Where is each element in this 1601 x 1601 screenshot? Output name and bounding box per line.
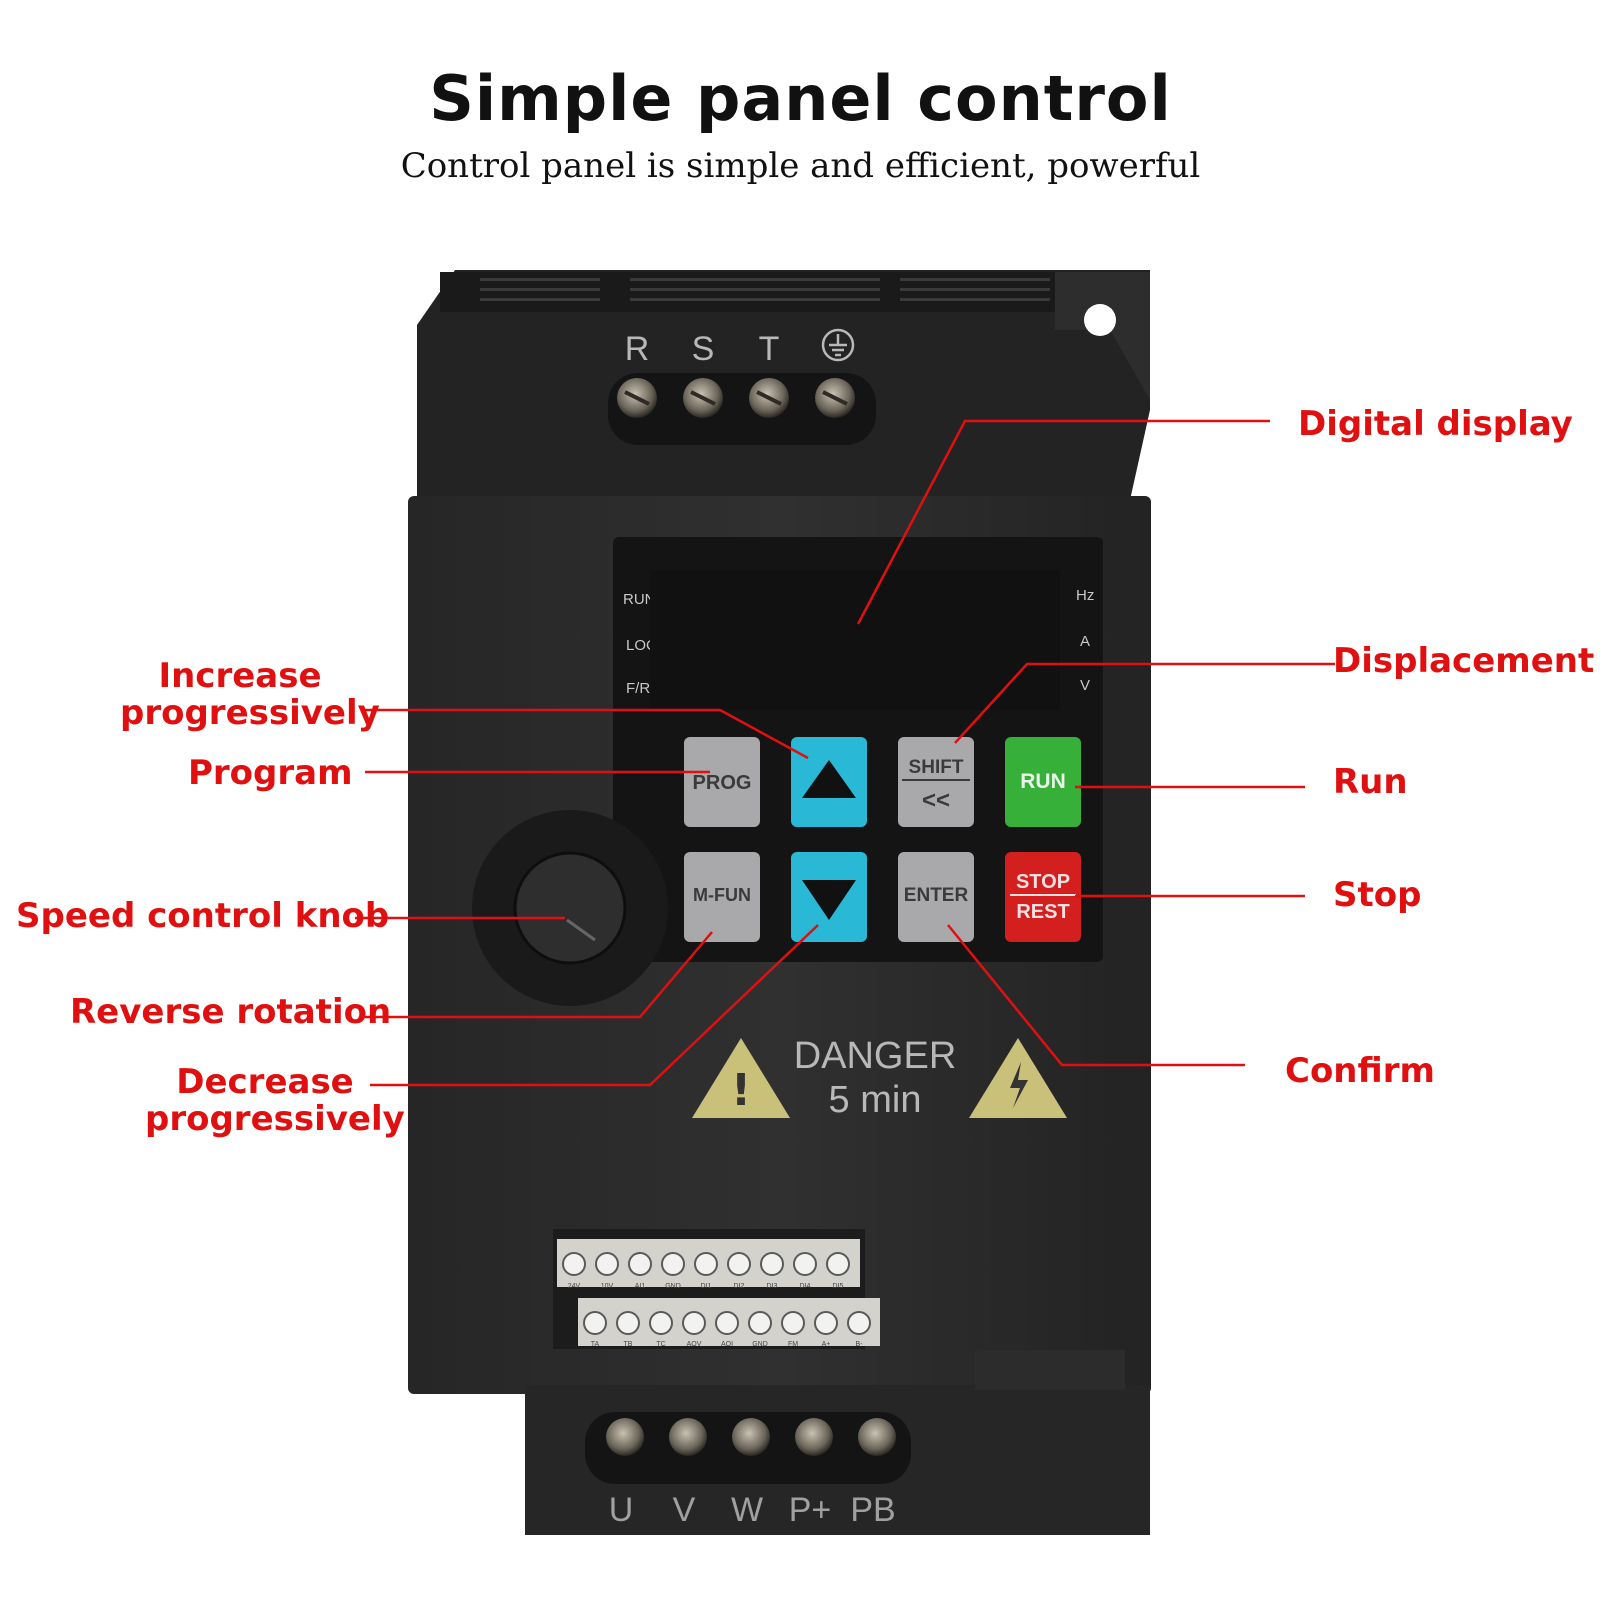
svg-text:AOV: AOV: [687, 1341, 702, 1348]
up-arrow-icon: [802, 760, 856, 798]
svg-text:DI4: DI4: [800, 1283, 811, 1290]
indicator-run: RUN: [623, 591, 656, 608]
svg-text:!: !: [731, 1065, 751, 1116]
up-key[interactable]: [791, 737, 867, 827]
svg-text:GND: GND: [752, 1341, 768, 1348]
svg-text:B-: B-: [856, 1341, 864, 1348]
terminal-label-s: S: [692, 330, 715, 368]
run-key[interactable]: RUN: [1005, 737, 1081, 827]
svg-text:24V: 24V: [568, 1283, 581, 1290]
shift-key[interactable]: SHIFT <<: [898, 737, 974, 827]
svg-text:DI1: DI1: [701, 1283, 712, 1290]
label-confirm: Confirm: [1285, 1051, 1435, 1091]
svg-text:A+: A+: [822, 1341, 831, 1348]
svg-text:GND: GND: [665, 1283, 681, 1290]
m-fun-key[interactable]: M-FUN: [684, 852, 760, 942]
indicator-loc: LOC: [626, 637, 657, 654]
terminal-label-pb: PB: [850, 1491, 895, 1529]
speed-control-knob[interactable]: [472, 810, 668, 1006]
label-run: Run: [1333, 762, 1408, 802]
stop-reset-key[interactable]: STOP REST: [1005, 852, 1081, 942]
svg-text:<<: <<: [922, 787, 950, 814]
warning-exclamation-icon: [692, 1038, 790, 1118]
label-speed-knob: Speed control knob: [16, 896, 390, 936]
digital-display: [650, 570, 1060, 710]
down-arrow-icon: [802, 880, 856, 920]
terminal-label-t: T: [759, 330, 780, 368]
down-key[interactable]: [791, 852, 867, 942]
warning-label: ! DANGER 5 min: [692, 1035, 1067, 1121]
input-terminal-block: R S T: [608, 328, 876, 445]
label-displacement: Displacement: [1333, 641, 1595, 681]
label-increase: Increase progressively: [120, 656, 380, 733]
svg-text:PROG: PROG: [693, 772, 752, 794]
label-stop: Stop: [1333, 875, 1422, 915]
svg-text:TA: TA: [591, 1341, 600, 1348]
indicator-v: V: [1080, 677, 1090, 694]
label-digital-display: Digital display: [1298, 404, 1573, 444]
callout-lines: [355, 419, 1335, 1087]
control-terminal-block: 24V 10V AI1 GND DI1 DI2 DI3 DI4 DI5 TA T…: [553, 1229, 880, 1349]
mounting-hole: [1084, 304, 1116, 336]
svg-text:RUN: RUN: [1020, 770, 1066, 793]
svg-text:DI3: DI3: [767, 1283, 778, 1290]
svg-text:M-FUN: M-FUN: [693, 885, 751, 905]
terminal-label-w: W: [731, 1491, 763, 1529]
svg-text:TB: TB: [624, 1341, 633, 1348]
svg-text:ENTER: ENTER: [904, 885, 969, 906]
svg-text:FM: FM: [788, 1341, 798, 1348]
prog-key[interactable]: PROG: [684, 737, 760, 827]
svg-text:DI5: DI5: [833, 1283, 844, 1290]
label-reverse: Reverse rotation: [70, 992, 392, 1032]
indicator-hz: Hz: [1076, 587, 1094, 604]
page-title: Simple panel control: [429, 62, 1172, 135]
svg-text:10V: 10V: [601, 1283, 614, 1290]
terminal-label-p-plus: P+: [789, 1491, 832, 1529]
svg-text:AI1: AI1: [635, 1283, 646, 1290]
svg-text:STOP: STOP: [1016, 871, 1070, 893]
svg-text:5 min: 5 min: [829, 1079, 922, 1121]
terminal-label-r: R: [625, 330, 650, 368]
svg-text:REST: REST: [1016, 901, 1069, 923]
label-program: Program: [188, 753, 353, 793]
svg-text:AOI: AOI: [721, 1341, 733, 1348]
indicator-a: A: [1080, 633, 1090, 650]
enter-key[interactable]: ENTER: [898, 852, 974, 942]
page-subtitle: Control panel is simple and efficient, p…: [400, 146, 1201, 186]
svg-text:TC: TC: [656, 1341, 665, 1348]
label-decrease: Decrease progressively: [145, 1062, 405, 1139]
output-terminal-block: U V W P+ PB: [585, 1412, 911, 1529]
svg-text:DANGER: DANGER: [794, 1035, 957, 1077]
terminal-label-u: U: [609, 1491, 634, 1529]
indicator-fr: F/R: [626, 680, 650, 697]
terminal-label-v: V: [673, 1491, 696, 1529]
ground-icon: [821, 328, 855, 362]
svg-text:DI2: DI2: [734, 1283, 745, 1290]
svg-text:SHIFT: SHIFT: [909, 757, 964, 778]
